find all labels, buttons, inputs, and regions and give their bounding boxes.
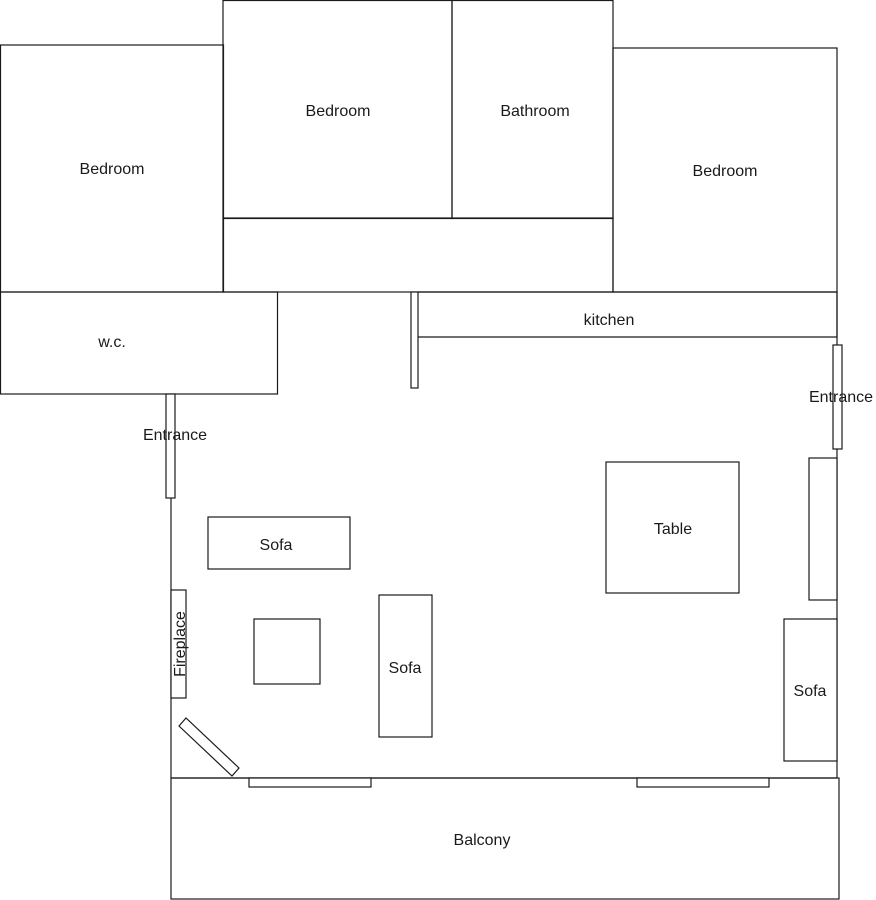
sofa-right [783,618,838,762]
balcony-label: Balcony [454,832,511,849]
wc-room [0,291,279,395]
fireplace-label: Fireplace [172,611,189,677]
entrance-right-label: Entrance [809,389,873,406]
sofa-middle [378,594,433,738]
wc-label: w.c. [97,334,126,351]
entrance-left-door [165,393,176,499]
bedroom-right-label: Bedroom [693,163,758,180]
hallway-strip [222,217,614,293]
dining-table [605,461,740,594]
bathroom-label: Bathroom [500,103,569,120]
sofa-right-label: Sofa [794,683,827,700]
fireplace [170,589,187,699]
balcony-door-left [248,777,372,788]
wall-cabinet [808,457,838,601]
balcony-door-right [636,777,770,788]
corner-cabinet [178,717,240,777]
sofa-middle-label: Sofa [389,660,422,677]
bedroom-center-label: Bedroom [306,103,371,120]
coffee-table [253,618,321,685]
kitchen-label: kitchen [584,312,635,329]
entrance-left-label: Entrance [143,427,207,444]
partition-wall [410,291,419,389]
sofa-top-label: Sofa [260,537,293,554]
sofa-top [207,516,351,570]
table-label: Table [654,521,692,538]
balcony-room [170,777,840,900]
bedroom-left-label: Bedroom [80,161,145,178]
entrance-right-door [832,344,843,450]
